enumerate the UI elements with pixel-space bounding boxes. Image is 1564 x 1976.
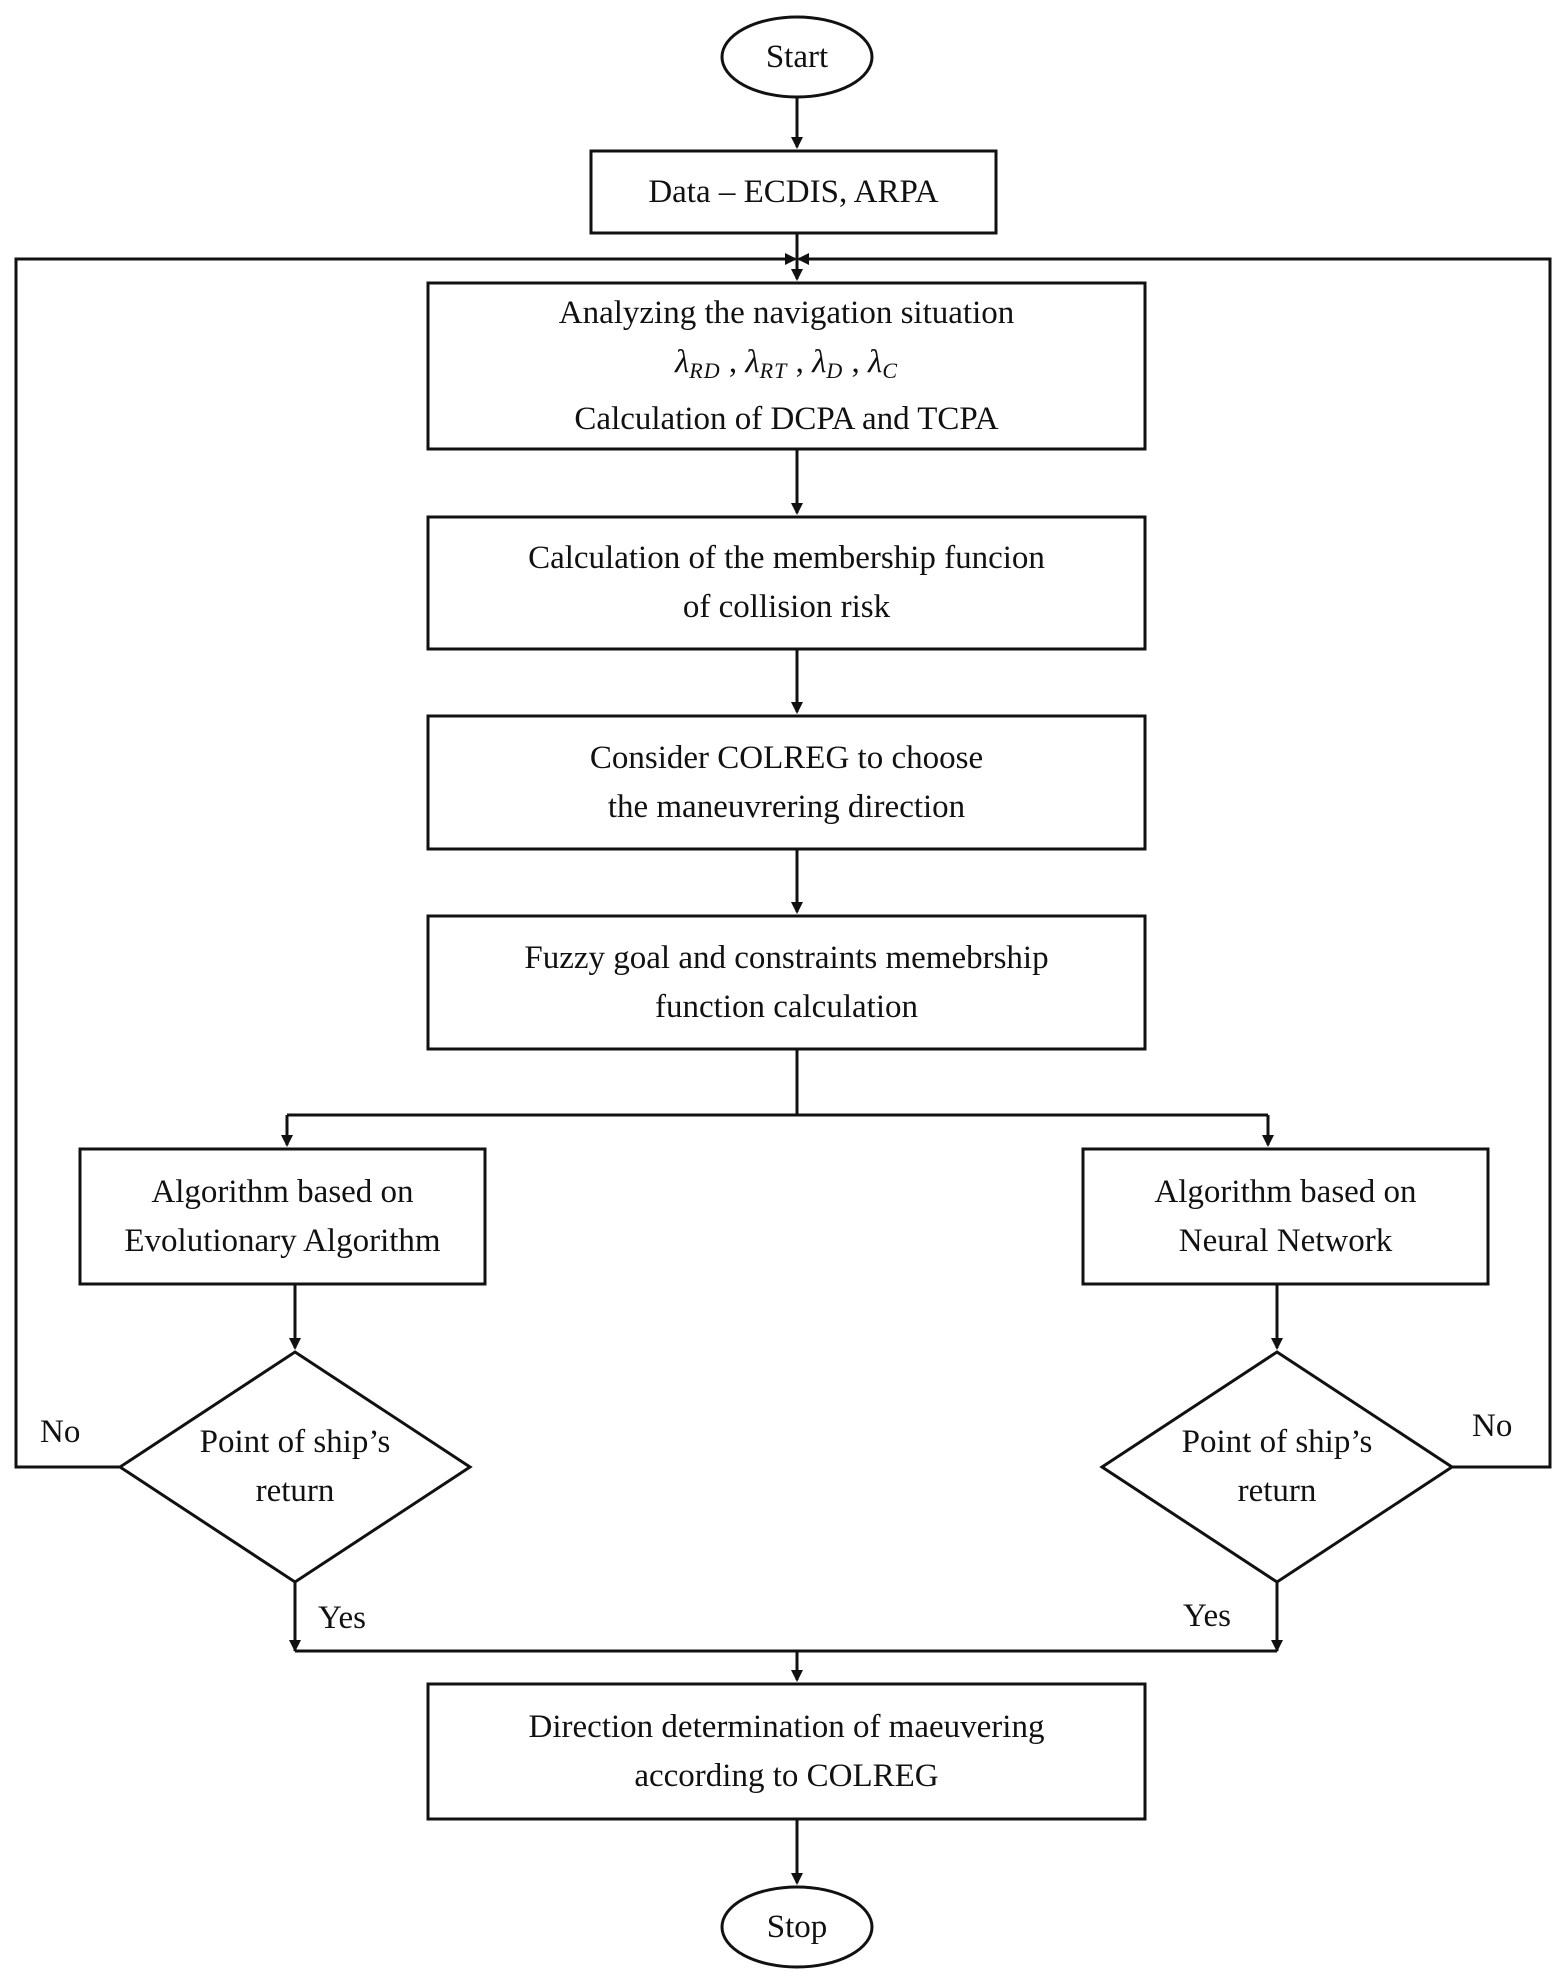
analyze-dcpa-tcpa: Calculation of DCPA and TCPA — [574, 400, 999, 437]
analyze-box — [426, 281, 1147, 451]
lambda-parameters: λRD , λRT , λD , λC — [675, 338, 898, 395]
lambda-rd: λRD — [674, 343, 721, 383]
left-yes-label: Yes — [318, 1600, 367, 1636]
colreg-box — [426, 714, 1147, 851]
left-no-label: No — [40, 1414, 81, 1450]
lambda-separator: , — [787, 343, 813, 380]
decision-right-label: Point of ship’s return — [1181, 1424, 1373, 1509]
data-label: Data – ECDIS, ARPA — [648, 173, 939, 210]
lambda-symbol: λ — [812, 343, 827, 380]
evolutionary-label: Algorithm based on Evolutionary Algorith… — [124, 1173, 441, 1259]
start-label: Start — [765, 38, 829, 75]
right-no-label: No — [1472, 1408, 1513, 1444]
right-yes-label: Yes — [1183, 1598, 1232, 1634]
lambda-rt: λRT — [745, 343, 788, 383]
neural-box — [1081, 1147, 1490, 1286]
loop-right-no — [797, 253, 1552, 1469]
decision-left-label: Point of ship’s return — [199, 1424, 391, 1509]
lambda-subscript: D — [826, 357, 844, 383]
analyze-label: Analyzing the navigation situation λRD ,… — [428, 283, 1145, 449]
analyze-title: Analyzing the navigation situation — [558, 294, 1015, 331]
lambda-subscript: C — [882, 357, 899, 383]
fuzzy-box — [426, 914, 1147, 1051]
membership-box — [426, 515, 1147, 651]
evolutionary-box — [78, 1147, 487, 1286]
direction-label: Direction determination of maeuvering ac… — [528, 1708, 1045, 1794]
lambda-symbol: λ — [868, 343, 883, 380]
fuzzy-label: Fuzzy goal and constraints memebrship fu… — [524, 939, 1049, 1025]
arrowhead-right-yes — [1271, 1640, 1283, 1652]
lambda-separator: , — [720, 343, 746, 380]
lambda-symbol: λ — [674, 343, 690, 380]
loop-left-no — [14, 253, 797, 1469]
stop-label: Stop — [766, 1908, 828, 1945]
direction-box — [426, 1682, 1147, 1821]
lambda-c: λC — [868, 343, 899, 383]
lambda-subscript: RD — [689, 357, 721, 383]
lambda-subscript: RT — [759, 357, 788, 383]
stop-terminal — [720, 1885, 874, 1969]
membership-label: Calculation of the membership funcion of… — [528, 540, 1045, 625]
lambda-separator: , — [843, 343, 869, 380]
colreg-label: Consider COLREG to choose the maneuvreri… — [589, 739, 984, 825]
data-box — [589, 149, 998, 235]
neural-label: Algorithm based on Neural Network — [1154, 1173, 1417, 1259]
lambda-symbol: λ — [745, 343, 760, 380]
lambda-d: λD — [812, 343, 844, 383]
arrowhead-left-yes — [289, 1640, 301, 1652]
